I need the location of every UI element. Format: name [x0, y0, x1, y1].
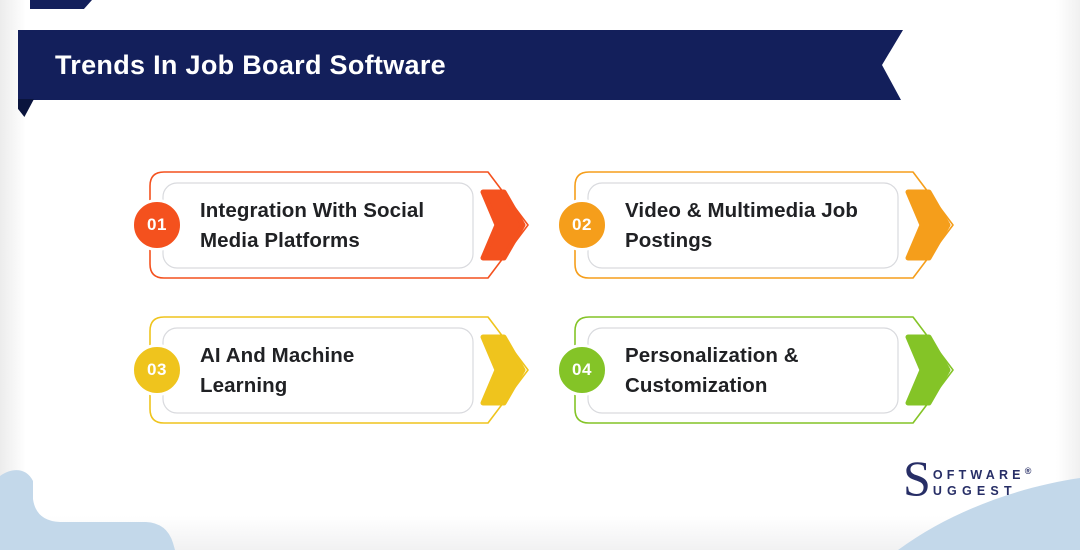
item-title: Integration With Social Media Platforms: [200, 183, 465, 268]
blue-blob-shape: [0, 470, 175, 550]
logo-line-uggest: UGGEST: [932, 484, 1017, 499]
ribbon-back-chip: [30, 0, 92, 9]
arrow-icon: [480, 189, 526, 261]
item-title: AI And Machine Learning: [200, 328, 465, 413]
item-number-badge: 02: [556, 199, 608, 251]
trend-item-3: 03 AI And Machine Learning: [130, 310, 530, 430]
item-tag-shape: [574, 171, 954, 279]
item-tag-shape: [149, 171, 529, 279]
registered-mark-icon: ®: [1024, 466, 1032, 476]
item-title-line1: Video & Multimedia Job: [625, 199, 859, 222]
arrow-icon: [905, 189, 951, 261]
page-edge-shading-bottom: [0, 516, 1080, 550]
item-title-line1: AI And Machine: [200, 344, 355, 367]
item-title: Video & Multimedia Job Postings: [625, 183, 890, 268]
blue-blob-shape: [898, 478, 1080, 550]
logo-wordmark: OFTWARE® UGGEST: [933, 463, 1032, 499]
softwaresuggest-logo: S OFTWARE® UGGEST: [903, 450, 1032, 506]
item-title-line2: Media Platforms: [200, 228, 360, 252]
item-tag-shape: [574, 316, 954, 424]
item-title-line2: Customization: [625, 373, 768, 397]
item-title-line1: Integration With Social: [200, 199, 425, 222]
item-number-badge: 03: [131, 344, 183, 396]
decorative-blue-shape-bottom-left: [0, 455, 200, 550]
logo-line-oftware: OFTWARE®: [932, 466, 1032, 483]
title-ribbon: Trends In Job Board Software: [18, 30, 903, 100]
item-title-line2: Postings: [625, 228, 713, 252]
arrow-icon: [480, 334, 526, 406]
decorative-blue-shape-bottom-right: [880, 470, 1080, 550]
trend-item-2: 02 Video & Multimedia Job Postings: [555, 165, 955, 285]
item-tag-shape: [149, 316, 529, 424]
arrow-icon: [905, 334, 951, 406]
trend-item-1: 01 Integration With Social Media Platfor…: [130, 165, 530, 285]
item-number-badge: 04: [556, 344, 608, 396]
item-title: Personalization & Customization: [625, 328, 890, 413]
item-number-badge: 01: [131, 199, 183, 251]
page-title: Trends In Job Board Software: [55, 49, 446, 80]
item-title-line1: Personalization &: [625, 344, 799, 367]
trend-item-4: 04 Personalization & Customization: [555, 310, 955, 430]
item-title-line2: Learning: [200, 373, 288, 397]
logo-big-s: S: [903, 450, 931, 506]
page-edge-shading-right: [1056, 0, 1080, 550]
